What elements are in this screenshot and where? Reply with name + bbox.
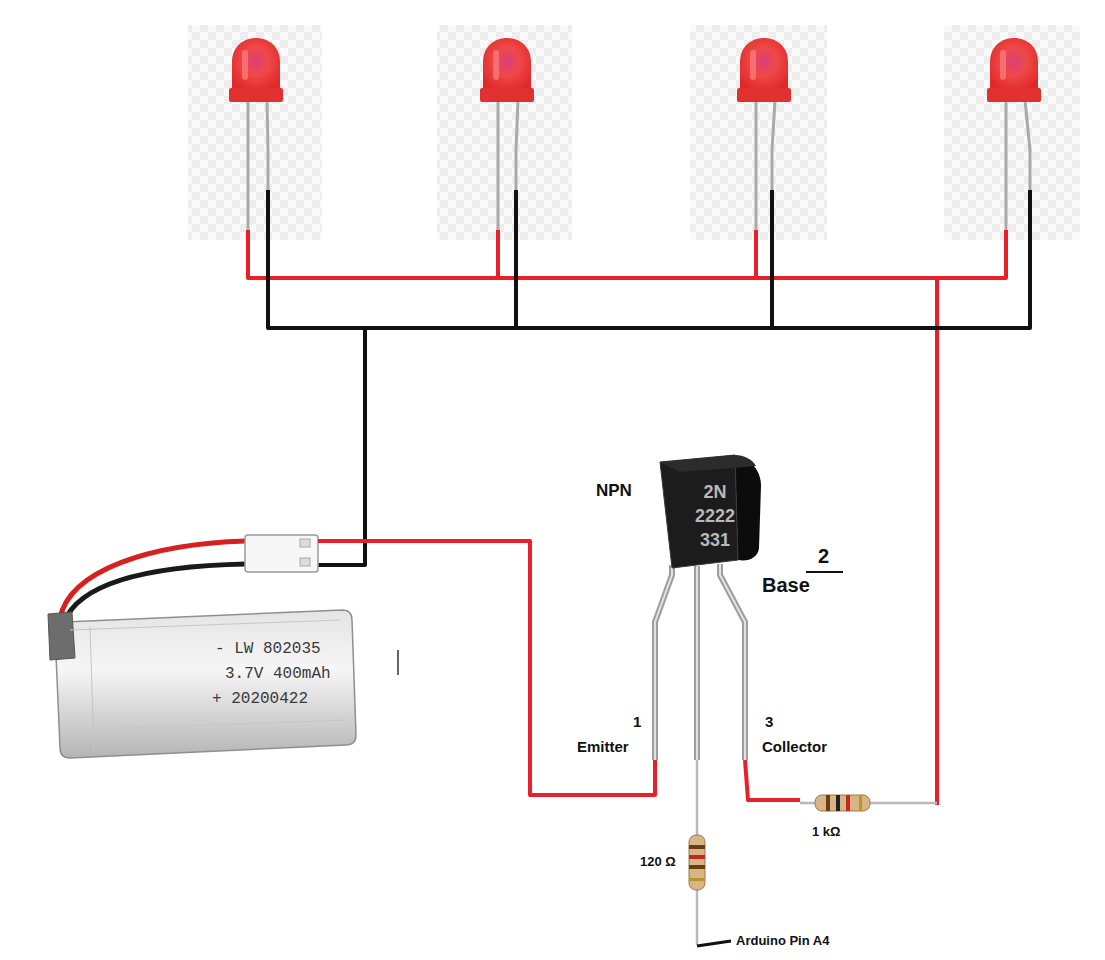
anode-bus-wire — [496, 230, 500, 278]
battery-label: 3.7V 400mAh — [225, 665, 331, 683]
led-symbol — [772, 100, 775, 192]
resistor-value: 120 Ω — [640, 854, 676, 869]
type-label: NPN — [596, 481, 632, 501]
cathode-bus-wire — [514, 190, 518, 328]
transistor-drawing — [720, 564, 745, 760]
led-backdrops — [690, 25, 827, 240]
battery-drawing — [300, 539, 310, 547]
resistor-symbol — [689, 865, 705, 869]
led-backdrops — [437, 25, 572, 240]
cathode-bus-wire — [268, 190, 1030, 328]
led-symbol — [987, 38, 1041, 232]
pin-number: 1 — [633, 713, 641, 730]
battery-drawing — [48, 535, 356, 758]
stray-mark — [397, 650, 399, 675]
battery-drawing — [300, 558, 310, 566]
cathode-bus-wire — [268, 190, 1030, 565]
pin-label: Arduino Pin A4 — [736, 933, 829, 948]
anode-bus-wire — [754, 230, 758, 278]
resistor-symbol — [836, 795, 840, 811]
led-symbol — [737, 38, 791, 232]
led-symbol — [247, 100, 250, 232]
resistor-symbol — [826, 795, 830, 811]
pin-name: Collector — [762, 738, 827, 755]
led-symbol — [740, 38, 788, 90]
battery-pack: - LW 802035 3.7V 400mAh + 20200422 — [30, 530, 352, 770]
resistor-symbol — [689, 845, 705, 849]
resistor-symbol — [846, 795, 850, 811]
led-symbol — [267, 100, 268, 192]
resistor-symbol — [689, 878, 705, 881]
transistor-drawing — [735, 455, 761, 561]
battery-drawing — [60, 541, 246, 618]
resistor-value: 1 kΩ — [812, 824, 841, 839]
pin-name: Emitter — [577, 738, 629, 755]
led-symbol — [229, 38, 283, 232]
led-symbol — [990, 38, 1038, 90]
led-symbol — [232, 38, 280, 90]
resistor-symbol — [689, 835, 705, 890]
battery-drawing — [55, 610, 356, 758]
transistor-drawing — [660, 455, 756, 472]
wire-connector — [352, 541, 655, 795]
battery-drawing — [70, 620, 348, 752]
transistor-drawing — [655, 565, 672, 760]
pin-name: Base — [762, 574, 810, 597]
transistor-package: 2N 2222 331 — [640, 450, 770, 760]
anode-bus-wire — [935, 278, 939, 805]
led-symbol — [737, 88, 791, 102]
cathode-bus-wire — [300, 328, 365, 565]
led-symbol — [1025, 100, 1030, 192]
led-symbol — [480, 38, 534, 232]
led-symbol — [750, 50, 756, 80]
led-symbol — [493, 50, 499, 80]
led-symbol — [1005, 100, 1008, 232]
transistor-drawing — [655, 565, 672, 760]
resistor-symbol — [689, 855, 705, 859]
led-backdrops — [188, 25, 322, 240]
battery-label: - LW 802035 — [215, 640, 321, 658]
resistor-symbol — [815, 795, 870, 811]
led-symbol — [497, 100, 500, 232]
anode-bus-wire — [248, 230, 1006, 278]
battery-drawing — [318, 539, 352, 543]
led-backdrops — [944, 25, 1080, 240]
led-symbol — [229, 88, 283, 102]
transistor-drawing — [694, 566, 700, 760]
anode-bus-wire — [248, 230, 1006, 805]
resistor-symbol — [859, 795, 862, 811]
battery-drawing — [245, 535, 318, 572]
resistor-symbol — [689, 835, 705, 890]
battery-drawing — [64, 564, 246, 622]
collector-wire — [745, 760, 800, 800]
pin-number: 3 — [765, 713, 773, 730]
pin-number: 2 — [818, 545, 829, 568]
pin-number-rule — [806, 571, 843, 573]
battery-label: + 20200422 — [212, 690, 308, 708]
led-backdrops — [188, 25, 1080, 240]
base-wire — [696, 890, 699, 945]
base-wire — [696, 760, 699, 835]
led-symbol — [516, 100, 518, 192]
cathode-bus-wire — [770, 190, 774, 328]
resistor-symbol — [815, 795, 870, 811]
led-symbol — [229, 38, 1041, 232]
battery-drawing — [48, 612, 75, 660]
transistor-drawing — [720, 564, 745, 760]
transistor-drawing — [655, 455, 761, 760]
transistor-drawing — [696, 566, 698, 760]
led-symbol — [1000, 50, 1006, 80]
led-symbol — [755, 100, 758, 232]
base-wire — [697, 941, 731, 946]
led-symbol — [242, 50, 248, 80]
led-symbol — [987, 88, 1041, 102]
part-marking: 2N 2222 331 — [690, 480, 740, 552]
led-symbol — [483, 38, 531, 90]
led-symbol — [480, 88, 534, 102]
